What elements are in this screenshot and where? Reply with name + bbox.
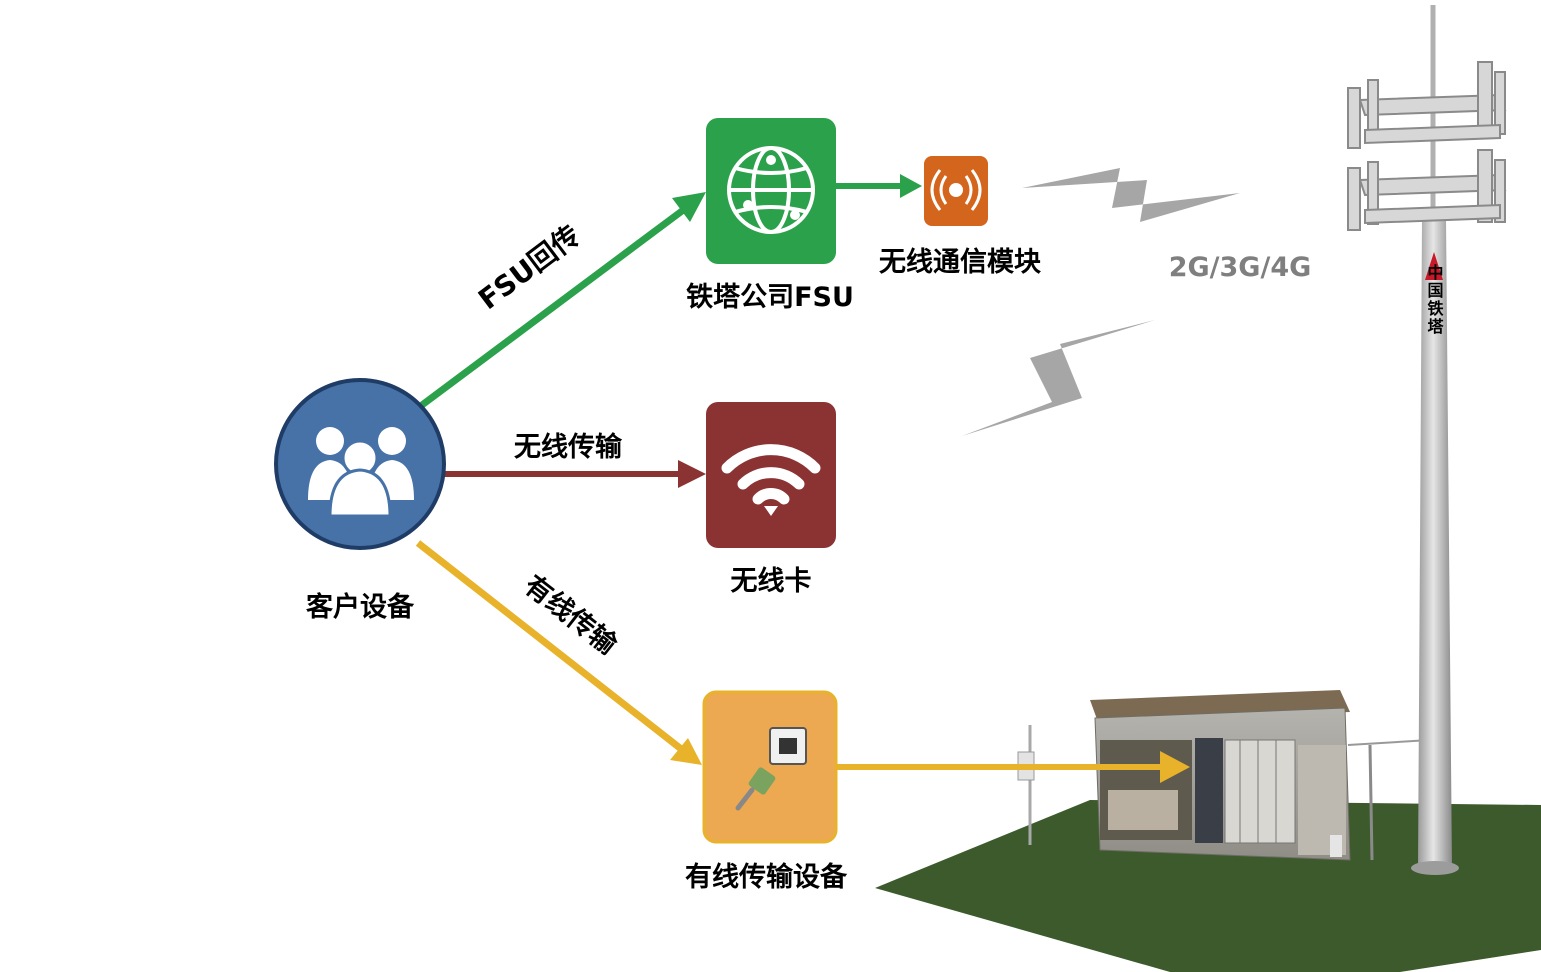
ethernet-plug-icon	[735, 727, 807, 811]
radio-signal-icon	[930, 169, 982, 211]
wired-device-label: 有线传输设备	[685, 861, 848, 893]
tower-brand-text: 中国铁塔	[1425, 263, 1444, 336]
arrow-wired	[415, 540, 688, 755]
arrow-head-wired	[670, 738, 702, 765]
base-station-scene: 中国铁塔	[875, 5, 1541, 972]
wireless-card-node	[706, 402, 836, 548]
ground-plane	[875, 800, 1541, 972]
arrow-head-room	[1160, 751, 1190, 783]
equipment-room	[1090, 690, 1431, 861]
arrow-head-module	[900, 174, 922, 198]
customer-device-label: 客户设备	[306, 591, 415, 623]
fsu-backhaul-label: FSU回传	[472, 219, 586, 316]
arrow-fsu-backhaul	[415, 202, 693, 411]
wifi-icon	[721, 444, 821, 505]
network-gen-label: 2G/3G/4G	[1169, 252, 1312, 283]
arrow-head-wireless	[678, 460, 706, 488]
tower-fsu-node	[706, 118, 836, 264]
tower-fsu-label: 铁塔公司FSU	[686, 282, 854, 313]
connection-arrows	[415, 174, 1190, 783]
signal-bolts	[962, 168, 1240, 436]
signal-bolt-upper	[1022, 168, 1240, 222]
wireless-module-label: 无线通信模块	[879, 247, 1042, 278]
arrow-head-fsu	[672, 192, 706, 222]
wired-device-node	[702, 690, 838, 844]
wireless-card-label: 无线卡	[731, 566, 812, 597]
globe-network-icon	[727, 146, 815, 234]
users-group-icon	[308, 427, 414, 518]
wireless-transmission-label: 无线传输	[514, 431, 623, 463]
communication-tower: 中国铁塔	[1347, 5, 1507, 875]
customer-device-node	[274, 378, 446, 550]
signal-bolt-lower	[962, 320, 1155, 436]
wireless-module-node	[924, 156, 988, 226]
tower-logo-icon	[1425, 252, 1443, 280]
wired-transmission-label: 有线传输	[518, 569, 624, 661]
